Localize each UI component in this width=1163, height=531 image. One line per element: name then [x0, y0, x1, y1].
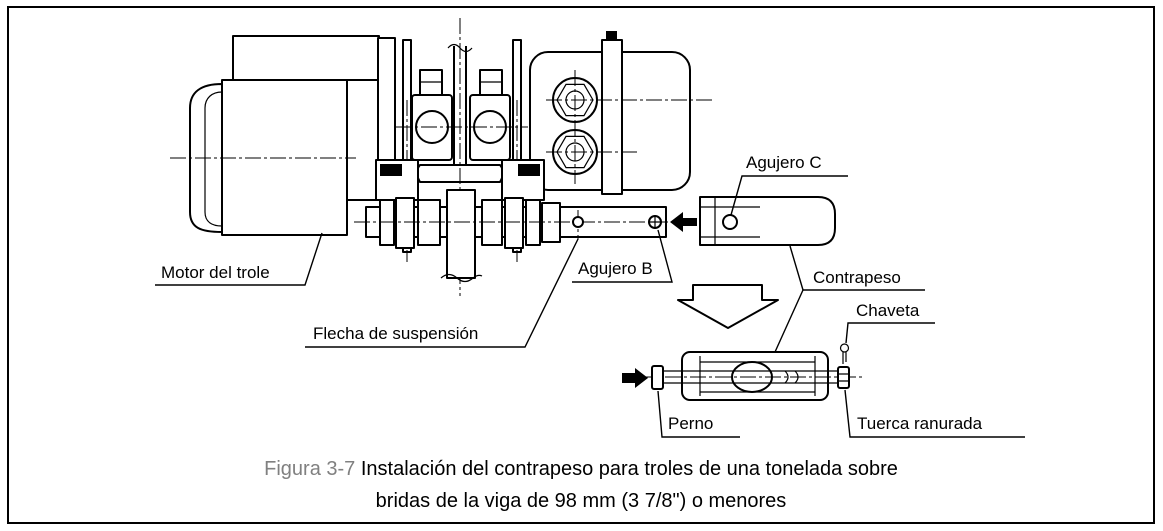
- hanger-break-mark: [440, 273, 483, 283]
- label-hole-b: Agujero B: [578, 259, 653, 278]
- counterweight-upper: [699, 196, 836, 246]
- leader-hole-c: [730, 175, 848, 216]
- figure-caption: Figura 3-7 Instalación del contrapeso pa…: [7, 453, 1155, 517]
- leader-counterweight-upper: [789, 245, 804, 291]
- leader-hole-b: [572, 229, 673, 283]
- motor-terminal-box: [232, 35, 380, 81]
- gearbox: [529, 31, 712, 195]
- beam-web: [453, 46, 467, 165]
- figure-border: [7, 6, 1155, 524]
- counterweight-body: [699, 196, 836, 246]
- label-cotter-pin: Chaveta: [856, 301, 920, 320]
- slotted-nut-slots: [838, 373, 849, 382]
- label-trolley-motor: Motor del trole: [161, 263, 270, 282]
- cotter-pin: [839, 343, 850, 364]
- caption-text-2: bridas de la viga de 98 mm (3 7/8") o me…: [375, 490, 787, 512]
- suspension-shaft: [354, 189, 697, 283]
- motor-flange: [346, 79, 379, 201]
- leader-lines: [155, 175, 1025, 438]
- trolley-motor: [170, 35, 396, 236]
- label-slotted-nut: Tuerca ranurada: [857, 414, 983, 433]
- load-hanger: [446, 189, 476, 279]
- label-counterweight: Contrapeso: [813, 268, 901, 287]
- filled-arrow-right-icon: [622, 368, 648, 388]
- leader-slotted-nut: [844, 389, 1025, 438]
- leader-cotter-pin: [845, 322, 935, 344]
- leader-suspension-shaft: [305, 238, 579, 348]
- label-hole-c: Agujero C: [746, 153, 822, 172]
- slotted-nut: [837, 366, 850, 389]
- counterweight-slot: [700, 197, 760, 245]
- labels: Agujero C Motor del trole Agujero B Cont…: [161, 153, 983, 433]
- filled-arrow-left-icon: [670, 212, 697, 232]
- left-guide-bracket-fill: [380, 164, 402, 176]
- bolt-shank: [655, 370, 840, 384]
- label-bolt: Perno: [668, 414, 713, 433]
- caption-text-1: Instalación del contrapeso para troles d…: [360, 458, 898, 480]
- hole-c: [722, 214, 738, 230]
- shaft-hole: [572, 216, 584, 228]
- label-suspension-shaft: Flecha de suspensión: [313, 324, 478, 343]
- gearbox-flange: [601, 39, 623, 195]
- counterweight-lower-steps: [699, 356, 816, 396]
- motor-end-cap-inner: [204, 91, 223, 227]
- caption-line-1: Figura 3-7 Instalación del contrapeso pa…: [7, 453, 1155, 485]
- right-guide-bracket-fill: [518, 164, 540, 176]
- guide-brackets: [375, 159, 545, 201]
- counterweight-assembly: [622, 343, 862, 401]
- trolley-wheels: [396, 18, 528, 296]
- caption-line-2: bridas de la viga de 98 mm (3 7/8") o me…: [7, 485, 1155, 517]
- bolt-head: [651, 365, 664, 390]
- leader-trolley-motor: [155, 232, 323, 286]
- gearbox-tab: [606, 31, 617, 41]
- figure-number: Figura 3-7: [264, 458, 356, 480]
- hollow-arrow-down-icon: [677, 284, 779, 329]
- shaft-spacer: [504, 197, 524, 249]
- hole-b-cross: [648, 215, 662, 229]
- shaft-spacer: [395, 197, 415, 249]
- leader-counterweight-lower: [774, 289, 804, 353]
- leader-bolt: [657, 390, 740, 438]
